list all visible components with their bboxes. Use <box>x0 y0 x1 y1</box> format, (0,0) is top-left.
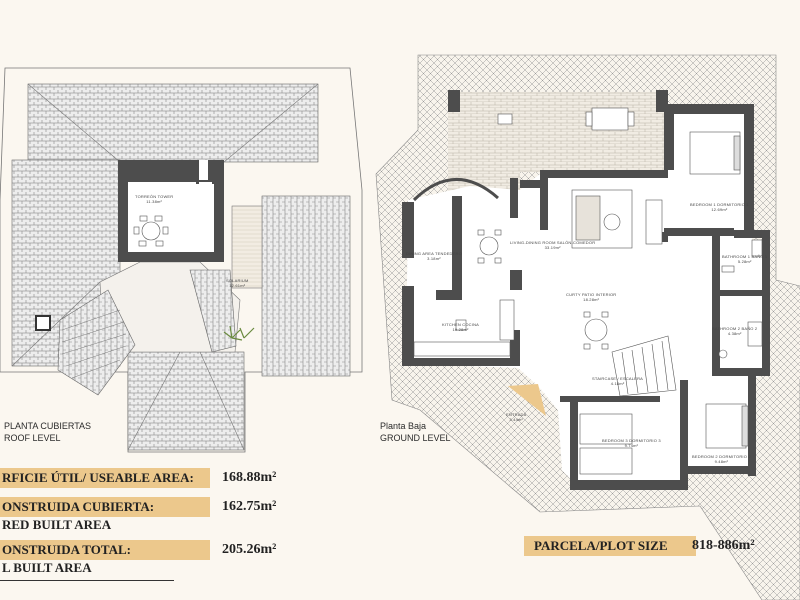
plot-size-value: 818-886m² <box>692 538 755 553</box>
covered-area-label: ONSTRUIDA CUBIERTA: <box>0 497 210 517</box>
ground-level-title-es: Planta Baja <box>380 421 427 431</box>
pergola-beams <box>61 309 127 379</box>
total-area-value: 205.26m² <box>222 542 277 557</box>
ground-walls <box>402 90 770 490</box>
roof-plan <box>0 67 363 453</box>
roof-level-title-en: ROOF LEVEL <box>4 433 61 443</box>
staircase <box>611 335 677 397</box>
ground-plan <box>375 54 800 600</box>
useable-area-value: 168.88m² <box>222 470 277 485</box>
entrance-arrow <box>508 384 546 416</box>
total-area-sublabel: L BUILT AREA <box>2 560 92 575</box>
roof-slope-bottom <box>127 351 245 451</box>
roof-chimney <box>35 315 51 331</box>
ground-level-title-en: GROUND LEVEL <box>380 433 451 443</box>
dining-bay <box>412 178 499 202</box>
plant-icon <box>223 325 255 341</box>
roof-slope-right <box>261 195 351 377</box>
roof-outline <box>0 67 363 453</box>
total-area-label: ONSTRUIDA TOTAL: <box>0 540 210 560</box>
roof-slope-top <box>27 83 319 163</box>
roof-level-title-es: PLANTA CUBIERTAS <box>4 421 92 431</box>
tower-table <box>133 215 169 247</box>
roof-stairs <box>189 269 237 353</box>
total-area-underline <box>0 580 174 581</box>
furniture <box>413 107 763 475</box>
pergola <box>57 289 136 396</box>
roof-hip-lines <box>11 83 319 451</box>
solarium-deck <box>231 205 263 289</box>
covered-area-sublabel: RED BUILT AREA <box>2 517 112 532</box>
covered-area-value: 162.75m² <box>222 499 277 514</box>
house-floor <box>406 104 770 490</box>
plot-size-label: PARCELA/PLOT SIZE <box>524 536 696 556</box>
useable-area-label: RFICIE ÚTIL/ USEABLE AREA: <box>0 468 210 488</box>
plot-line-right <box>770 290 800 380</box>
